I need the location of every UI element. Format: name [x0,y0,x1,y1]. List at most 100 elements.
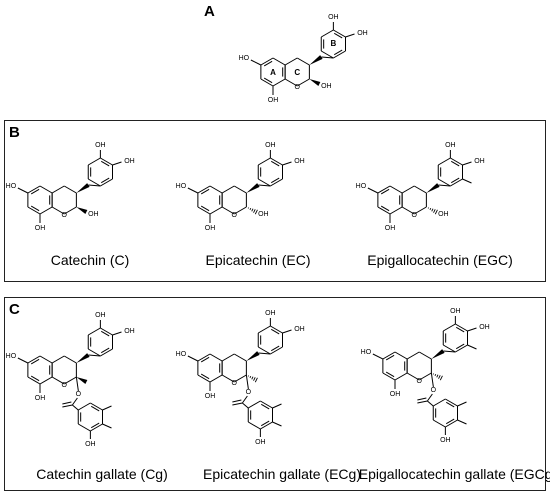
ring-oxygen-label: O [295,84,301,91]
bond [197,185,211,194]
double-bond [260,403,270,410]
double-bond [62,401,72,405]
bond [39,185,53,194]
bond [260,421,273,430]
bond [258,184,271,187]
bond [413,206,427,215]
hydroxyl-label: OH [440,437,451,444]
hydroxyl-label: OH [265,142,276,149]
bond [432,398,446,407]
double-bond [30,188,40,195]
ring-oxygen-label: O [62,212,68,219]
bond [209,185,223,194]
hydroxyl-label: OH [265,310,276,317]
bond [270,157,283,166]
bond [345,33,355,38]
double-bond [200,188,210,195]
bond [51,185,65,194]
bond [100,157,113,166]
compound-name-epicatechin-gallate: Epicatechin gallate (ECg) [203,466,361,482]
wedge-bond [76,377,88,384]
double-bond [100,330,110,337]
bond [39,206,53,215]
bond [284,57,298,66]
ring-oxygen-label: O [412,212,418,219]
hydroxyl-label: OH [294,326,305,333]
hydroxyl-label: HO [356,183,367,190]
bond [87,157,101,166]
bond [17,357,29,364]
hydroxyl-label: HO [176,183,187,190]
bond [51,206,65,215]
bond [296,57,310,66]
compound-name-catechin-gallate: Catechin gallate (Cg) [36,466,168,482]
bond [87,178,101,187]
bond [455,323,468,332]
hydroxyl-label: HO [6,183,17,190]
bond [51,355,65,364]
double-bond [417,397,427,401]
double-bond [30,205,40,212]
methyl-bond [102,405,112,411]
wedge-bond [309,55,323,65]
double-bond [270,328,280,335]
bond [39,376,53,385]
bond [406,372,420,381]
bond [270,325,283,334]
bond [272,57,286,66]
bond [27,206,41,215]
wedge-bond [76,183,90,193]
bond [62,404,73,408]
bond [197,206,211,215]
panel-a-label: A [204,3,215,20]
hydroxyl-label: HO [6,353,17,360]
hashed-bond [427,207,438,215]
bond [241,395,248,404]
bond [418,372,432,381]
bond [284,78,298,87]
bond [197,353,211,362]
bond [72,404,79,411]
bond [27,355,41,364]
bond [90,402,103,411]
bond [187,355,199,362]
bond [321,56,334,59]
bond [417,400,428,404]
double-bond [385,354,395,361]
ring-oxygen-label: O [232,380,238,387]
bond [437,157,451,166]
double-bond [263,77,273,84]
double-bond [445,418,455,425]
bond [257,346,271,355]
double-bond [455,326,465,333]
bond [17,187,29,194]
bond [389,206,403,215]
double-bond [90,405,100,412]
bond [272,78,286,87]
ring-label-b: B [330,39,336,48]
hydroxyl-label: OH [268,97,279,104]
hashed-bond [432,373,443,381]
double-bond [455,343,465,350]
hydroxyl-label: OH [328,14,339,21]
double-bond [30,375,40,382]
hydroxyl-label: OH [479,324,490,331]
double-bond [270,177,280,184]
bond [87,348,101,357]
bond [394,372,408,381]
bond [27,376,41,385]
bond [257,157,271,166]
double-bond [260,420,270,427]
methyl-bond [272,421,282,427]
bond [197,374,211,383]
hydroxyl-label: OH [85,441,96,448]
bond [382,372,396,381]
bond [406,351,420,360]
bond [71,397,78,406]
methyl-bond [467,344,477,350]
bond [320,50,334,59]
bond [100,178,113,187]
wedge-bond [431,349,445,359]
bond [445,419,458,428]
